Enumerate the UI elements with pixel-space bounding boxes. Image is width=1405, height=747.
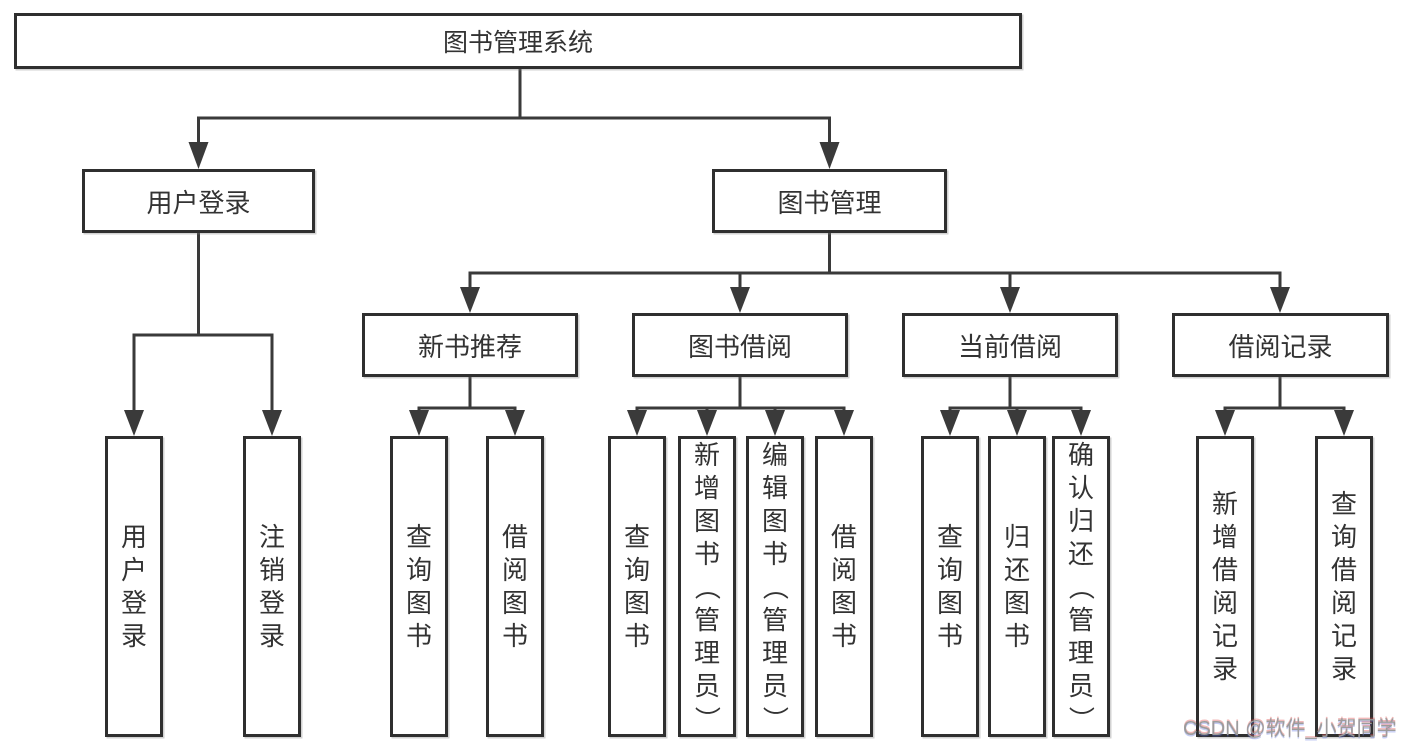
node-new-book-recommend: 新书推荐 <box>362 313 578 377</box>
node-label: 借阅记录 <box>1228 331 1333 362</box>
leaf-user-login: 用户登录 <box>105 436 163 737</box>
leaf-borrow-books-recommend: 借阅图书 <box>486 436 544 737</box>
node-user-login: 用户登录 <box>82 169 315 233</box>
leaf-query-borrow-record: 查询借阅记录 <box>1315 436 1373 737</box>
arrow-down-icon <box>627 410 647 436</box>
leaf-confirm-return-admin: 确认归还（管理员） <box>1052 436 1110 737</box>
node-label: 查询图书 <box>405 522 432 651</box>
leaf-query-books-current: 查询图书 <box>921 436 979 737</box>
node-book-management: 图书管理 <box>712 169 947 233</box>
node-label: 图书管理系统 <box>442 29 593 57</box>
node-label: 新书推荐 <box>417 331 522 362</box>
node-label: 当前借阅 <box>957 331 1062 362</box>
node-label: 新增图书（管理员） <box>691 439 722 732</box>
node-label: 新增借阅记录 <box>1211 489 1238 684</box>
arrow-down-icon <box>697 410 717 436</box>
node-label: 图书借阅 <box>687 331 792 362</box>
arrow-down-icon <box>819 142 840 169</box>
arrow-down-icon <box>124 410 144 436</box>
node-label: 注销登录 <box>258 522 285 651</box>
arrow-down-icon <box>1334 410 1354 436</box>
node-label: 查询图书 <box>936 522 963 651</box>
node-label: 借阅图书 <box>501 522 528 651</box>
arrow-down-icon <box>1215 410 1235 436</box>
arrow-down-icon <box>409 410 429 436</box>
arrow-down-icon <box>940 410 960 436</box>
arrow-down-icon <box>1007 410 1027 436</box>
arrow-down-icon <box>834 410 854 436</box>
node-label: 查询借阅记录 <box>1330 489 1357 684</box>
arrow-down-icon <box>1270 287 1290 313</box>
node-borrow-records: 借阅记录 <box>1172 313 1389 377</box>
arrow-down-icon <box>188 142 209 169</box>
arrow-down-icon <box>1071 410 1091 436</box>
csdn-watermark: CSDN @软件_小贺同学 <box>1183 718 1397 740</box>
leaf-return-book: 归还图书 <box>988 436 1046 737</box>
node-label: 归还图书 <box>1003 522 1030 651</box>
node-book-borrow: 图书借阅 <box>632 313 848 377</box>
leaf-add-borrow-record: 新增借阅记录 <box>1196 436 1254 737</box>
leaf-query-books-recommend: 查询图书 <box>390 436 448 737</box>
arrow-down-icon <box>262 410 282 436</box>
leaf-borrow-books: 借阅图书 <box>815 436 873 737</box>
node-label: 编辑图书（管理员） <box>759 439 790 732</box>
node-library-management-system: 图书管理系统 <box>14 13 1022 69</box>
arrow-down-icon <box>1000 287 1020 313</box>
leaf-logout: 注销登录 <box>243 436 301 737</box>
leaf-edit-book-admin: 编辑图书（管理员） <box>746 436 804 737</box>
node-label: 查询图书 <box>623 522 650 651</box>
leaf-add-book-admin: 新增图书（管理员） <box>678 436 736 737</box>
arrow-down-icon <box>730 287 750 313</box>
arrow-down-icon <box>505 410 525 436</box>
node-label: 确认归还（管理员） <box>1065 439 1096 732</box>
node-label: 用户登录 <box>146 187 251 218</box>
arrow-down-icon <box>765 410 785 436</box>
arrow-down-icon <box>460 287 480 313</box>
node-label: 借阅图书 <box>830 522 857 651</box>
node-current-borrow: 当前借阅 <box>902 313 1118 377</box>
leaf-query-books-borrow: 查询图书 <box>608 436 666 737</box>
node-label: 用户登录 <box>120 522 147 651</box>
node-label: 图书管理 <box>777 187 882 218</box>
